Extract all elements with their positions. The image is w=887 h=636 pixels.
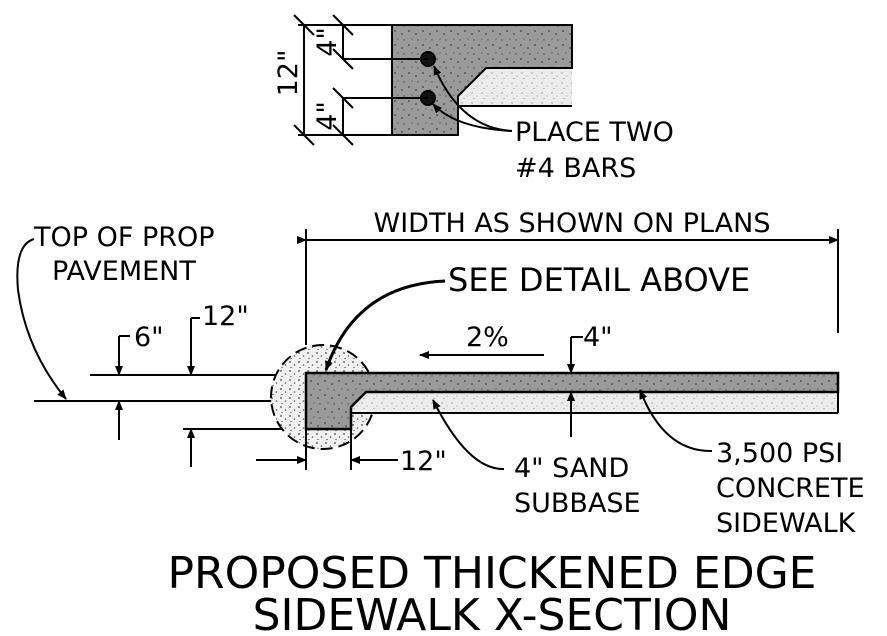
concrete-label-line3: SIDEWALK (716, 508, 857, 539)
sand-label-line1: 4" SAND (514, 453, 629, 484)
detail-sand-layer (458, 68, 572, 106)
concrete-label-line1: 3,500 PSI (716, 438, 843, 469)
sand-subbase-layer (351, 392, 838, 413)
dim-12-bottom-label: 12" (400, 446, 447, 477)
dim-12-top-label: 12" (202, 301, 249, 332)
concrete-leader (639, 389, 713, 453)
concrete-label-line2: CONCRETE (716, 473, 865, 504)
rebar-note-line1: PLACE TWO (515, 117, 674, 148)
width-note: WIDTH AS SHOWN ON PLANS (374, 208, 771, 239)
rebar-leader-bottom (432, 103, 513, 132)
drawing-title-line1: PROPOSED THICKENED EDGE (168, 548, 817, 599)
sand-label-line2: SUBBASE (514, 488, 641, 519)
dim-4-label: 4" (583, 322, 613, 353)
thickened-edge-detail: 12" 4" 4" PLACE TWO #4 BARS (273, 14, 674, 184)
drawing-title-line2: SIDEWALK X-SECTION (253, 590, 732, 636)
dim-6-label: 6" (134, 322, 164, 353)
dim-4-top-label: 4" (312, 27, 343, 57)
see-detail-label: SEE DETAIL ABOVE (448, 261, 750, 299)
see-detail-leader (324, 279, 446, 371)
concrete-sidewalk (304, 371, 840, 431)
sidewalk-cross-section: WIDTH AS SHOWN ON PLANS TOP OF PROP PAVE… (16, 208, 865, 539)
slope-label: 2% (466, 322, 509, 353)
top-pavement-line2: PAVEMENT (52, 256, 196, 287)
sand-leader (432, 399, 505, 471)
pavement-leader (16, 238, 67, 400)
dim-4-bottom-label: 4" (312, 101, 343, 131)
top-pavement-line1: TOP OF PROP (33, 222, 215, 253)
dim-12-label: 12" (273, 50, 304, 97)
rebar-note-line2: #4 BARS (515, 153, 636, 184)
